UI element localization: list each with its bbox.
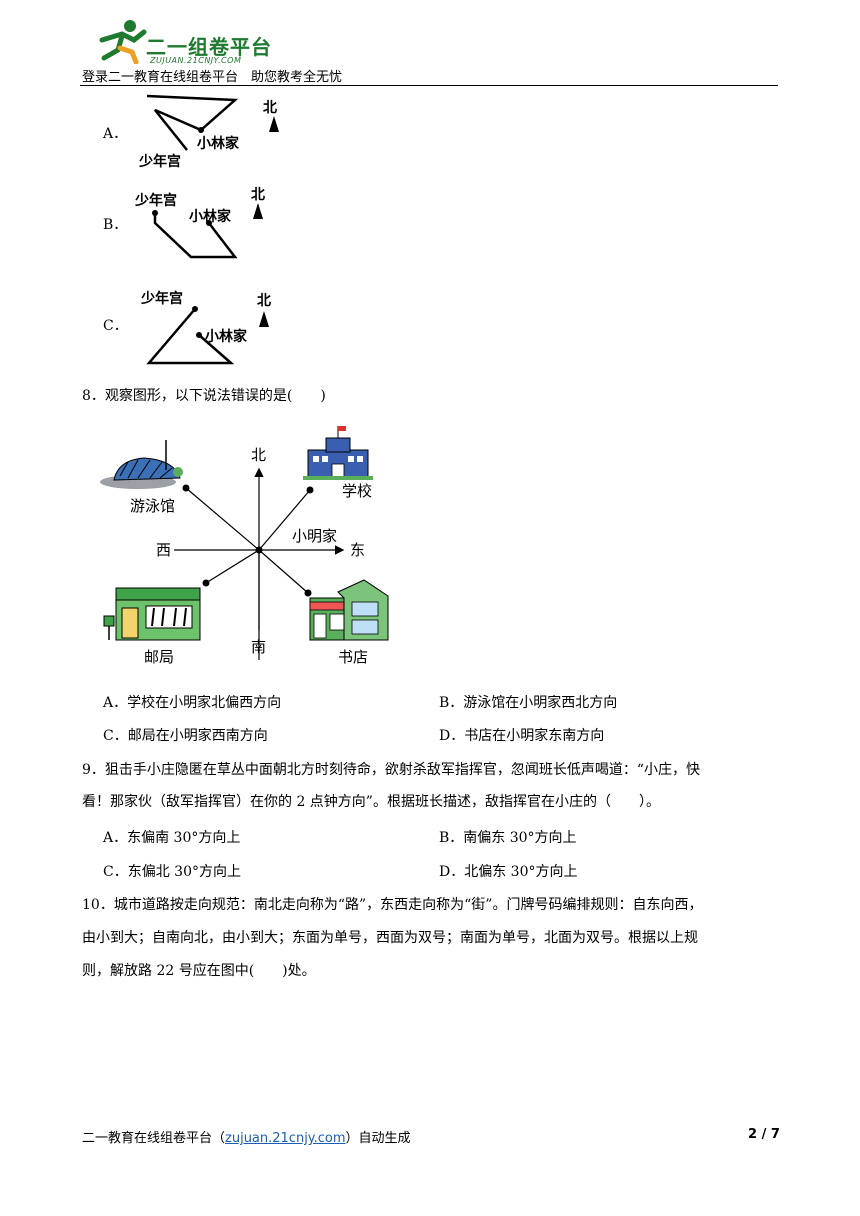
option-b-youth-palace-label: 少年宫 (135, 192, 177, 209)
option-b-north-label: 北 (251, 187, 265, 203)
stadium-icon (100, 440, 183, 489)
question-10-line-2: 由小到大；自南向北，由小到大；东面为单号，西面为双号；南面为单号，北面为双号。根… (82, 930, 698, 946)
compass-map-diagram: 北 南 东 西 小明家 游泳馆 学校 邮局 书店 (100, 426, 389, 666)
question-8-choice-c: C．邮局在小明家西南方向 (103, 728, 268, 744)
question-8-choice-a: A．学校在小明家北偏西方向 (103, 695, 282, 711)
bookstore-icon (309, 579, 389, 641)
header-tagline: 登录二一教育在线组卷平台 助您教考全无忧 (82, 70, 343, 85)
south-label: 南 (251, 638, 266, 656)
question-9-choice-c: C．东偏北 30°方向上 (103, 864, 241, 880)
option-c-label: C． (103, 318, 128, 334)
school-building-icon (303, 426, 373, 480)
school-label: 学校 (342, 482, 372, 500)
header-divider (80, 85, 778, 86)
question-8-choice-d: D．书店在小明家东南方向 (439, 728, 605, 744)
north-arrow-icon (259, 311, 269, 327)
post-office-icon (103, 587, 201, 641)
center-home-label: 小明家 (292, 527, 337, 545)
north-label: 北 (251, 446, 266, 464)
option-a-north-label: 北 (263, 100, 277, 116)
question-10-line-3: 则，解放路 22 号应在图中( )处。 (82, 963, 316, 979)
option-b-route-diagram: 少年宫 小林家 北 (135, 187, 265, 259)
option-c-route-diagram: 少年宫 小林家 北 (140, 290, 271, 365)
question-9-choice-a: A．东偏南 30°方向上 (103, 830, 241, 846)
option-c-youth-palace-label: 少年宫 (140, 290, 183, 307)
question-8-text: 8．观察图形，以下说法错误的是( ) (82, 388, 326, 404)
option-a-youth-palace-label: 少年宫 (138, 153, 181, 170)
bookstore-label: 书店 (338, 648, 368, 666)
north-arrow-icon (269, 116, 279, 132)
option-c-home-label: 小林家 (205, 328, 248, 345)
option-a-route-diagram: 小林家 少年宫 北 (138, 94, 279, 170)
question-8-choice-b: B．游泳馆在小明家西北方向 (439, 695, 618, 711)
footer-prefix: 二一教育在线组卷平台（ (82, 1131, 226, 1146)
question-9-choice-d: D．北偏东 30°方向上 (439, 864, 578, 880)
option-a-label: A． (103, 126, 128, 142)
footer-source: 二一教育在线组卷平台（zujuan.21cnjy.com）自动生成 (82, 1127, 411, 1146)
option-b-label: B． (103, 217, 128, 233)
option-a-home-label: 小林家 (197, 135, 240, 152)
footer-link[interactable]: zujuan.21cnjy.com (225, 1131, 346, 1146)
runner-logo-icon (99, 20, 147, 64)
question-9-choice-b: B．南偏东 30°方向上 (439, 830, 577, 846)
page-number: 2 / 7 (748, 1127, 780, 1142)
option-b-home-label: 小林家 (189, 208, 232, 225)
footer-suffix: ）自动生成 (345, 1131, 411, 1146)
north-arrow-icon (253, 203, 263, 219)
logo-text: 二一组卷平台 (146, 35, 272, 59)
west-label: 西 (156, 541, 171, 559)
logo-subtitle: ZUJUAN.21CNJY.COM (150, 56, 242, 65)
question-9-line-2: 看！那家伙（敌军指挥官）在你的 2 点钟方向”。根据班长描述，敌指挥官在小庄的（… (82, 794, 660, 810)
post-office-label: 邮局 (144, 648, 174, 666)
pool-label: 游泳馆 (130, 497, 175, 515)
question-9-line-1: 9．狙击手小庄隐匿在草丛中面朝北方时刻待命，欲射杀敌军指挥官，忽闻班长低声喝道：… (82, 762, 701, 778)
question-10-line-1: 10．城市道路按走向规范：南北走向称为“路”，东西走向称为“街”。门牌号码编排规… (82, 897, 703, 913)
east-label: 东 (350, 541, 365, 559)
option-c-north-label: 北 (257, 293, 271, 309)
